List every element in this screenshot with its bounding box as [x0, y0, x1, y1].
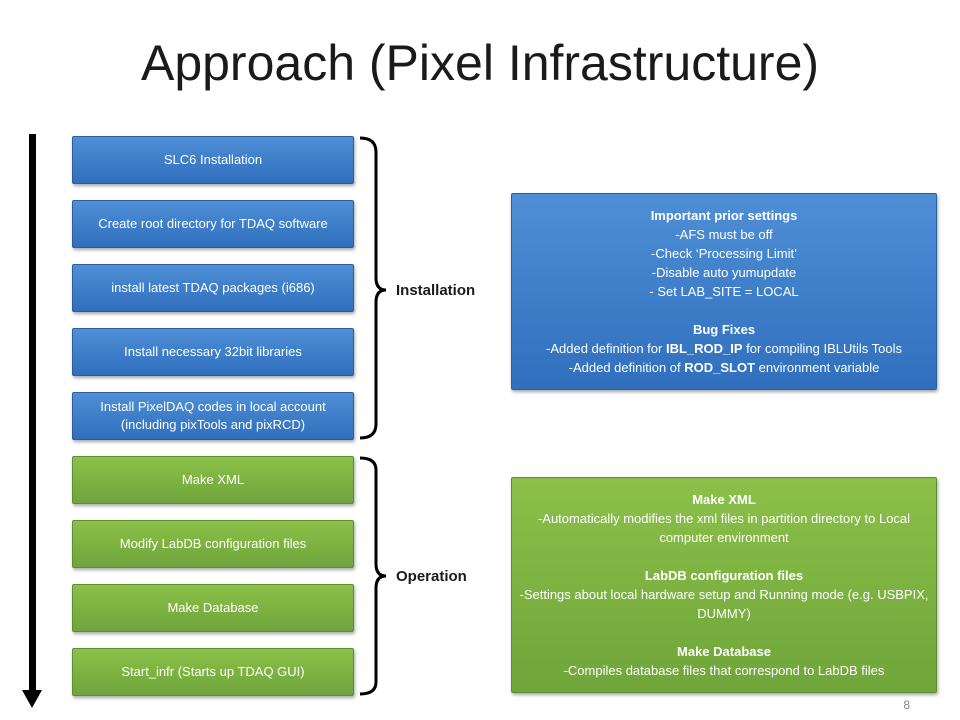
setting-item: - Set LAB_SITE = LOCAL	[649, 284, 799, 299]
step-install-tdaq-packages: install latest TDAQ packages (i686)	[72, 264, 354, 312]
bug-fix-item: -Added definition of ROD_SLOT environmen…	[568, 360, 880, 375]
spacer	[518, 301, 930, 320]
step-slc6-installation: SLC6 Installation	[72, 136, 354, 184]
setting-item: -Check ‘Processing Limit’	[651, 246, 797, 261]
setting-item: -AFS must be off	[675, 227, 773, 242]
prior-settings-heading: Important prior settings	[650, 208, 798, 223]
make-database-heading: Make Database	[677, 644, 771, 659]
prior-settings-box: Important prior settings -AFS must be of…	[511, 193, 937, 390]
installation-brace	[360, 136, 387, 440]
step-make-xml: Make XML	[72, 456, 354, 504]
installation-label: Installation	[396, 282, 476, 299]
group-braces	[360, 136, 387, 696]
make-xml-heading: Make XML	[692, 492, 756, 507]
step-install-pixeldaq-codes: Install PixelDAQ codes in local account …	[72, 392, 354, 440]
setting-item: -Disable auto yumupdate	[651, 265, 797, 280]
spacer	[518, 623, 930, 642]
operation-description-box: Make XML -Automatically modifies the xml…	[511, 477, 937, 693]
operation-brace	[360, 456, 387, 696]
step-make-database: Make Database	[72, 584, 354, 632]
labdb-description: -Settings about local hardware setup and…	[519, 587, 929, 621]
operation-label: Operation	[396, 568, 467, 585]
step-modify-labdb: Modify LabDB configuration files	[72, 520, 354, 568]
step-start-infr: Start_infr (Starts up TDAQ GUI)	[72, 648, 354, 696]
flow-arrow-shaft	[29, 134, 36, 692]
make-database-description: -Compiles database files that correspond…	[563, 663, 885, 678]
spacer	[518, 547, 930, 566]
make-xml-description: -Automatically modifies the xml files in…	[537, 511, 911, 545]
page-number: 8	[903, 698, 910, 712]
slide-title: Approach (Pixel Infrastructure)	[140, 35, 820, 91]
flow-arrow-head	[22, 690, 42, 708]
step-install-32bit-libraries: Install necessary 32bit libraries	[72, 328, 354, 376]
bug-fix-item: -Added definition for IBL_ROD_IP for com…	[546, 341, 902, 356]
labdb-heading: LabDB configuration files	[644, 568, 804, 583]
step-create-root-directory: Create root directory for TDAQ software	[72, 200, 354, 248]
bug-fixes-heading: Bug Fixes	[692, 322, 756, 337]
